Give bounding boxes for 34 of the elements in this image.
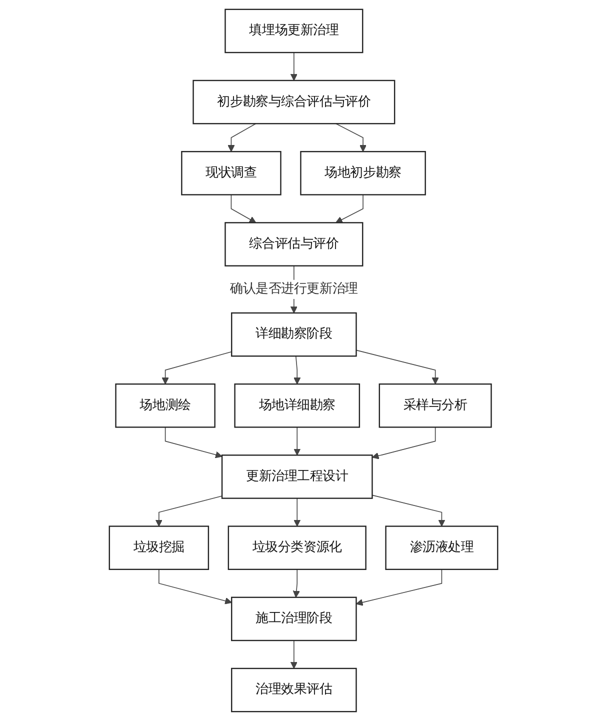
- process-box: 现状调查: [182, 151, 282, 196]
- arrow: [293, 569, 300, 598]
- edge-label: 确认是否进行更新治理: [230, 280, 358, 299]
- arrow: [372, 494, 446, 527]
- arrow: [294, 426, 302, 456]
- arrow: [336, 194, 364, 223]
- arrow: [156, 496, 223, 527]
- arrow: [336, 123, 368, 152]
- arrow: [294, 498, 302, 527]
- arrow: [294, 356, 302, 384]
- process-box: 垃圾挖掘: [109, 526, 210, 570]
- arrow: [290, 52, 298, 81]
- process-box: 采样与分析: [379, 383, 492, 428]
- process-box: 更新治理工程设计: [222, 454, 374, 499]
- arrow: [228, 123, 257, 152]
- arrow: [165, 426, 223, 458]
- process-box: 治理效果评估: [232, 668, 358, 712]
- process-box: 场地初步勘察: [300, 151, 426, 196]
- process-box: 场地详细勘察: [234, 383, 361, 428]
- process-box: 综合评估与评价: [225, 222, 364, 266]
- process-box: 施工治理阶段: [232, 596, 358, 642]
- process-box: 详细勘察阶段: [232, 312, 358, 357]
- arrow: [356, 350, 440, 384]
- process-box: 场地测绘: [116, 383, 216, 428]
- process-box: 垃圾分类资源化: [228, 526, 367, 570]
- arrow: [159, 569, 232, 604]
- arrow: [290, 640, 298, 669]
- process-box: 渗沥液处理: [386, 526, 499, 570]
- arrow: [372, 426, 436, 460]
- arrow: [162, 351, 232, 384]
- arrow: [356, 569, 443, 606]
- process-box: 初步勘察与综合评估与评价: [193, 80, 396, 124]
- process-box: 填埋场更新治理: [225, 8, 364, 54]
- arrow: [231, 194, 257, 223]
